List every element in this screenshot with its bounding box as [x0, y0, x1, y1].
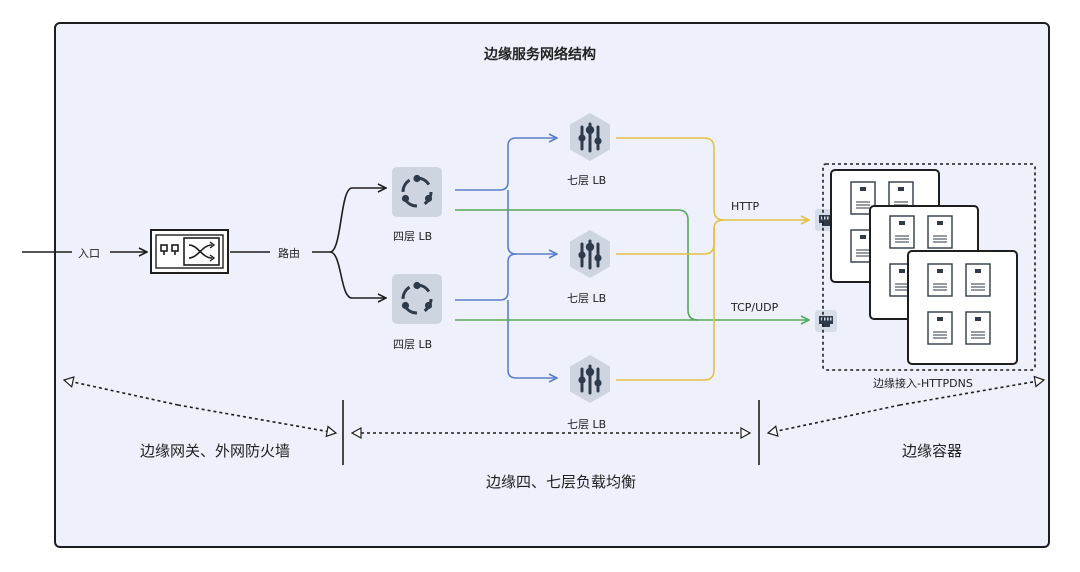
- route-label: 路由: [278, 247, 300, 260]
- l7-lb-label-2: 七层 LB: [567, 292, 607, 305]
- l7-lb-icon-3: [568, 353, 612, 405]
- server-stack-icon: [830, 169, 1018, 365]
- blue-l4-to-l7-lines: [455, 138, 556, 378]
- yellow-http-lines: [616, 137, 808, 381]
- l7-lb-icon-2: [568, 228, 612, 280]
- zone-range-arrows: [64, 380, 1044, 433]
- entry-label: 入口: [78, 247, 100, 260]
- l7-lb-label-3: 七层 LB: [567, 418, 607, 431]
- l4-lb-label-1: 四层 LB: [393, 230, 433, 243]
- tcp-udp-label: TCP/UDP: [731, 301, 779, 314]
- l4-lb-label-2: 四层 LB: [393, 338, 433, 351]
- l7-lb-label-1: 七层 LB: [567, 174, 607, 187]
- diagram-title: 边缘服务网络结构: [484, 47, 596, 63]
- httpdns-label: 边缘接入-HTTPDNS: [873, 377, 973, 390]
- l4-lb-icon-2: [390, 272, 444, 326]
- tcp-port-icon: [815, 310, 837, 332]
- l7-lb-icon-1: [568, 111, 612, 163]
- edge-container-boundary: [822, 163, 1036, 371]
- green-tcp-lines: [455, 209, 808, 320]
- zone-label-gateway: 边缘网关、外网防火墙: [140, 442, 291, 460]
- zone-label-container: 边缘容器: [902, 442, 963, 460]
- gateway-router-icon: [150, 229, 229, 274]
- http-label: HTTP: [731, 200, 760, 213]
- zone-label-lb: 边缘四、七层负载均衡: [486, 473, 637, 491]
- route-split-lines: [329, 188, 385, 298]
- l4-lb-icon-1: [390, 165, 444, 219]
